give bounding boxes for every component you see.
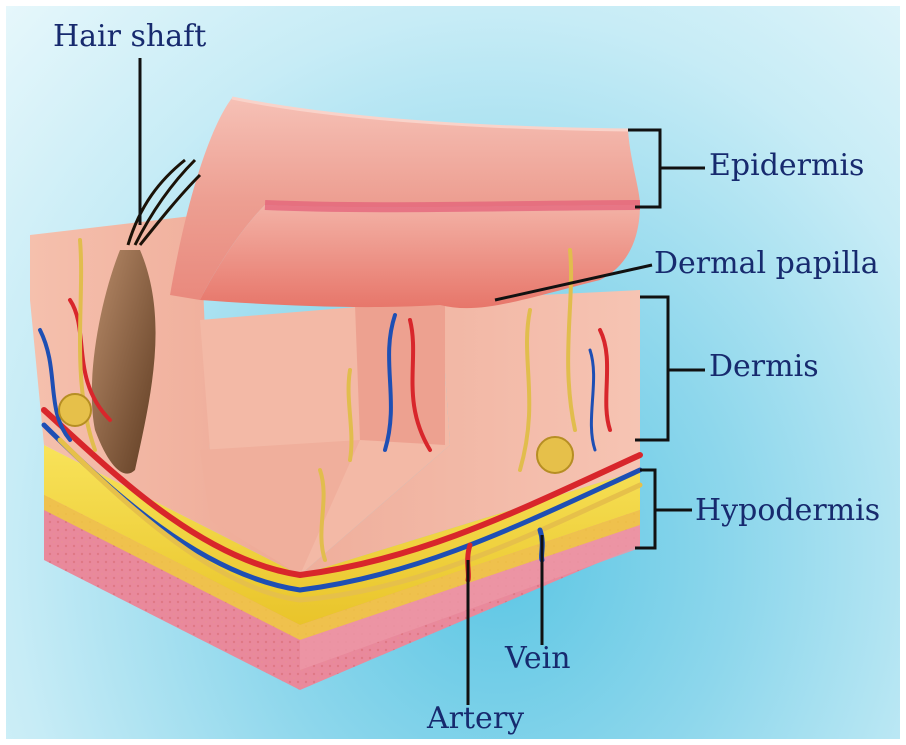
hypodermis-label: Hypodermis [695, 496, 880, 526]
hair-shaft-label: Hair shaft [53, 22, 206, 52]
dermis-label: Dermis [709, 352, 819, 382]
artery-label: Artery [427, 704, 524, 734]
hypodermis-bracket [635, 470, 692, 548]
dermal-papilla-label: Dermal papilla [654, 249, 879, 279]
epidermis-bracket [628, 130, 705, 207]
epidermis-label: Epidermis [709, 151, 864, 181]
dermis-bracket [635, 297, 705, 440]
vein-label: Vein [505, 644, 571, 674]
